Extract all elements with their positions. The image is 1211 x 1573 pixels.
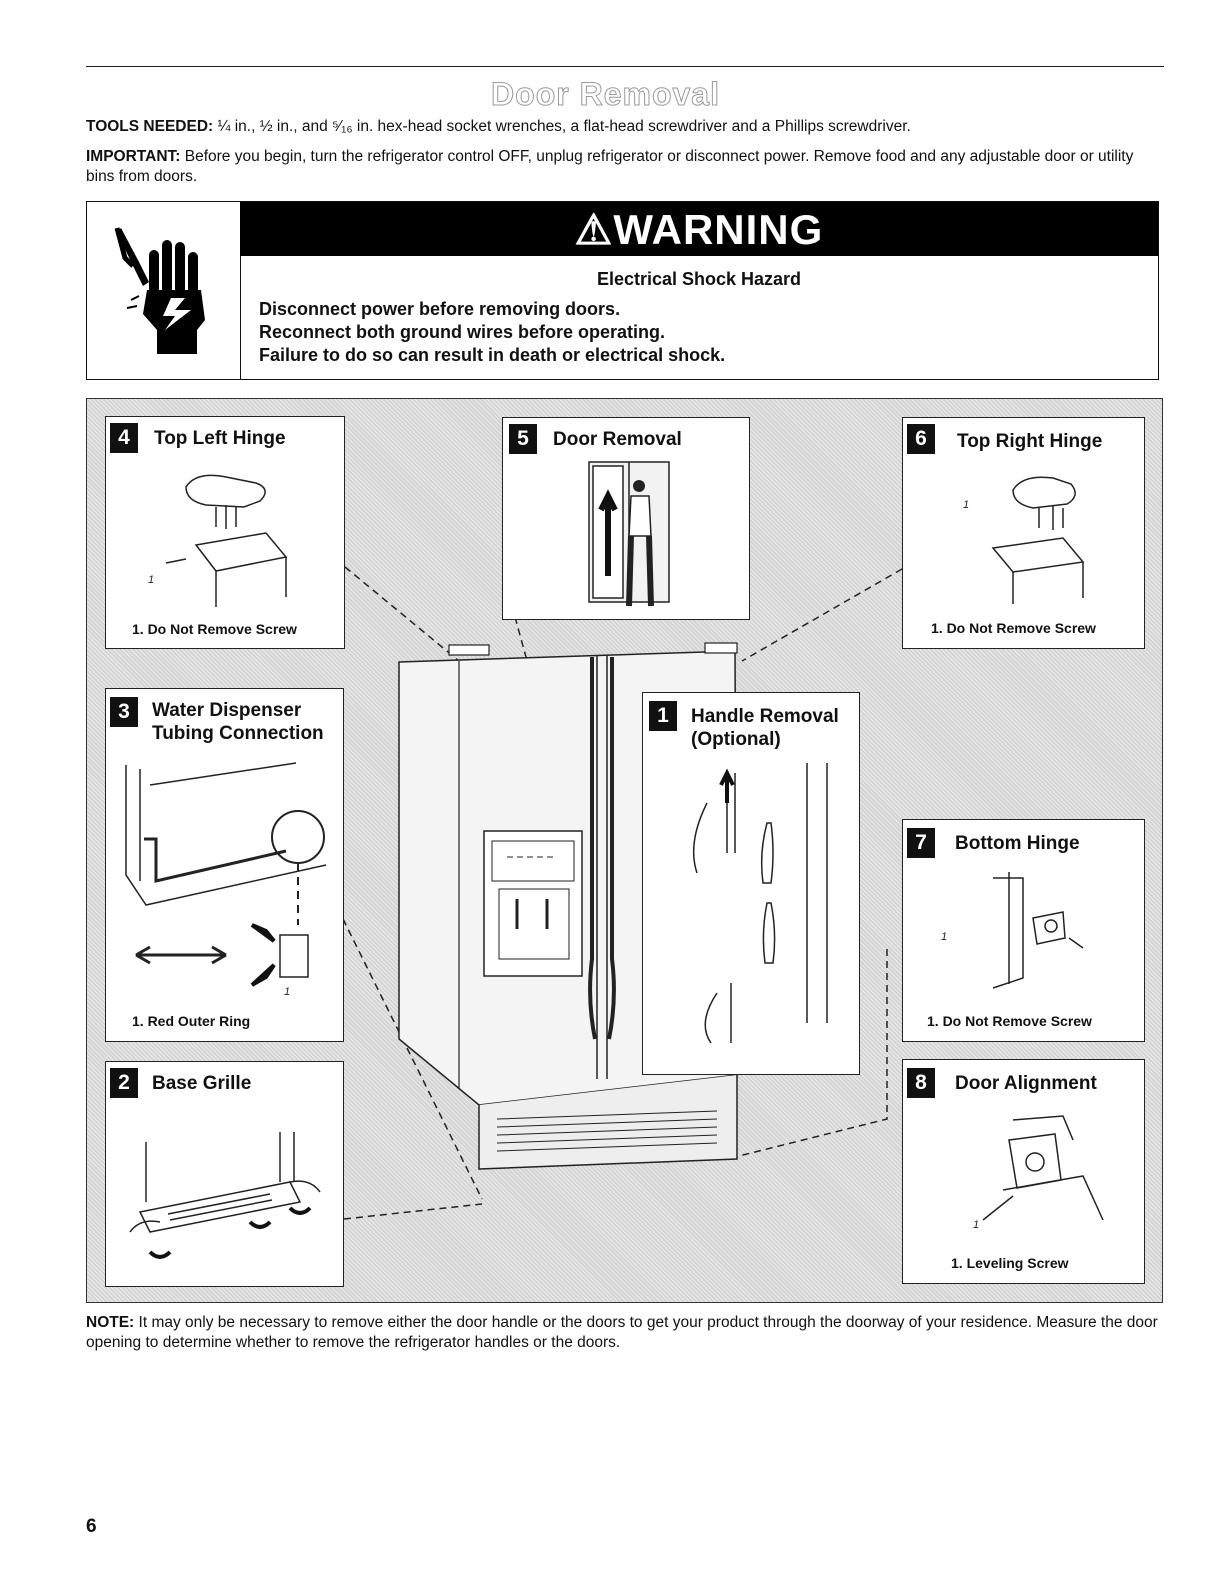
note-text: It may only be necessary to remove eithe… (86, 1314, 1158, 1351)
page-number: 6 (86, 1516, 97, 1537)
electrical-shock-hand-icon (114, 227, 205, 354)
step-3-panel: 3 Water Dispenser Tubing Connection 1 1.… (105, 688, 344, 1042)
step-6-caption: 1. Do Not Remove Screw (931, 620, 1096, 636)
top-right-hinge-illustration: 1 (963, 476, 1085, 604)
step-8-callout: 1 (973, 1219, 979, 1231)
base-grille-illustration (129, 1132, 321, 1259)
step-4-caption: 1. Do Not Remove Screw (132, 621, 297, 637)
warning-line-3: Failure to do so can result in death or … (259, 345, 726, 365)
step-8-title: Door Alignment (955, 1073, 1097, 1094)
step-8-panel: 8 Door Alignment 1 1. Leveling Screw (902, 1059, 1145, 1284)
step-7-title: Bottom Hinge (955, 833, 1080, 854)
important-note: IMPORTANT: Before you begin, turn the re… (86, 147, 1166, 187)
note-label: NOTE: (86, 1314, 135, 1331)
note-paragraph: NOTE: It may only be necessary to remove… (86, 1313, 1166, 1353)
page-title: Door Removal (491, 76, 720, 113)
step-4-title: Top Left Hinge (154, 428, 286, 449)
step-7-panel: 7 Bottom Hinge 1 1. Do Not Remove Screw (902, 819, 1145, 1042)
step-4-panel: 4 Top Left Hinge 1 1. Do Not Remove Scre… (105, 416, 345, 649)
step-2-title: Base Grille (152, 1073, 252, 1094)
step-2-badge: 2 (110, 1068, 138, 1098)
bottom-hinge-illustration: 1 (941, 872, 1084, 989)
step-1-panel: 1 Handle Removal (Optional) (642, 692, 860, 1075)
step-6-title: Top Right Hinge (957, 431, 1103, 452)
step-7-callout: 1 (941, 931, 947, 943)
warning-line-2: Reconnect both ground wires before opera… (259, 322, 666, 342)
step-6-panel: 6 Top Right Hinge 1 1. Do Not Remove Scr… (902, 417, 1145, 649)
door-removal-illustration (588, 461, 670, 607)
warning-banner: ⚠WARNING (240, 202, 1158, 256)
step-3-caption: 1. Red Outer Ring (132, 1013, 251, 1029)
tools-needed: TOOLS NEEDED: ¼ in., ½ in., and ⁵⁄₁₆ in.… (86, 117, 1166, 137)
tools-label: TOOLS NEEDED: (86, 118, 214, 135)
step-6-callout: 1 (963, 499, 969, 511)
door-alignment-illustration: 1 (973, 1115, 1104, 1231)
step-1-title: Handle Removal (Optional) (691, 706, 839, 750)
step-5-panel: 5 Door Removal (502, 417, 750, 620)
top-left-hinge-illustration: 1 (148, 474, 288, 607)
warning-icon-cell (87, 202, 241, 379)
step-1-badge: 1 (649, 701, 677, 731)
step-4-badge: 4 (110, 423, 138, 453)
water-tubing-illustration: 1 (125, 762, 327, 998)
step-5-title: Door Removal (553, 429, 682, 450)
warning-line-1: Disconnect power before removing doors. (259, 299, 621, 319)
step-4-callout: 1 (148, 574, 154, 586)
step-2-panel: 2 Base Grille (105, 1061, 344, 1287)
tools-text: ¼ in., ½ in., and ⁵⁄₁₆ in. hex-head sock… (213, 118, 911, 135)
step-3-badge: 3 (110, 697, 138, 727)
step-7-badge: 7 (907, 828, 935, 858)
step-7-caption: 1. Do Not Remove Screw (927, 1013, 1092, 1029)
door-removal-diagram: 4 Top Left Hinge 1 1. Do Not Remove Scre… (86, 398, 1163, 1303)
step-6-badge: 6 (907, 424, 935, 454)
step-3-title: Water Dispenser Tubing Connection (152, 700, 324, 744)
top-rule (86, 66, 1164, 67)
warning-box: ⚠WARNING Electrical Shock Hazard Disconn… (86, 201, 1159, 380)
warning-subtitle: Electrical Shock Hazard (596, 269, 802, 289)
step-5-badge: 5 (509, 424, 537, 454)
handle-removal-illustration (692, 763, 828, 1044)
step-8-badge: 8 (907, 1068, 935, 1098)
step-8-caption: 1. Leveling Screw (951, 1255, 1069, 1271)
step-3-callout: 1 (284, 986, 290, 998)
important-text: Before you begin, turn the refrigerator … (86, 148, 1134, 185)
important-label: IMPORTANT: (86, 148, 181, 165)
